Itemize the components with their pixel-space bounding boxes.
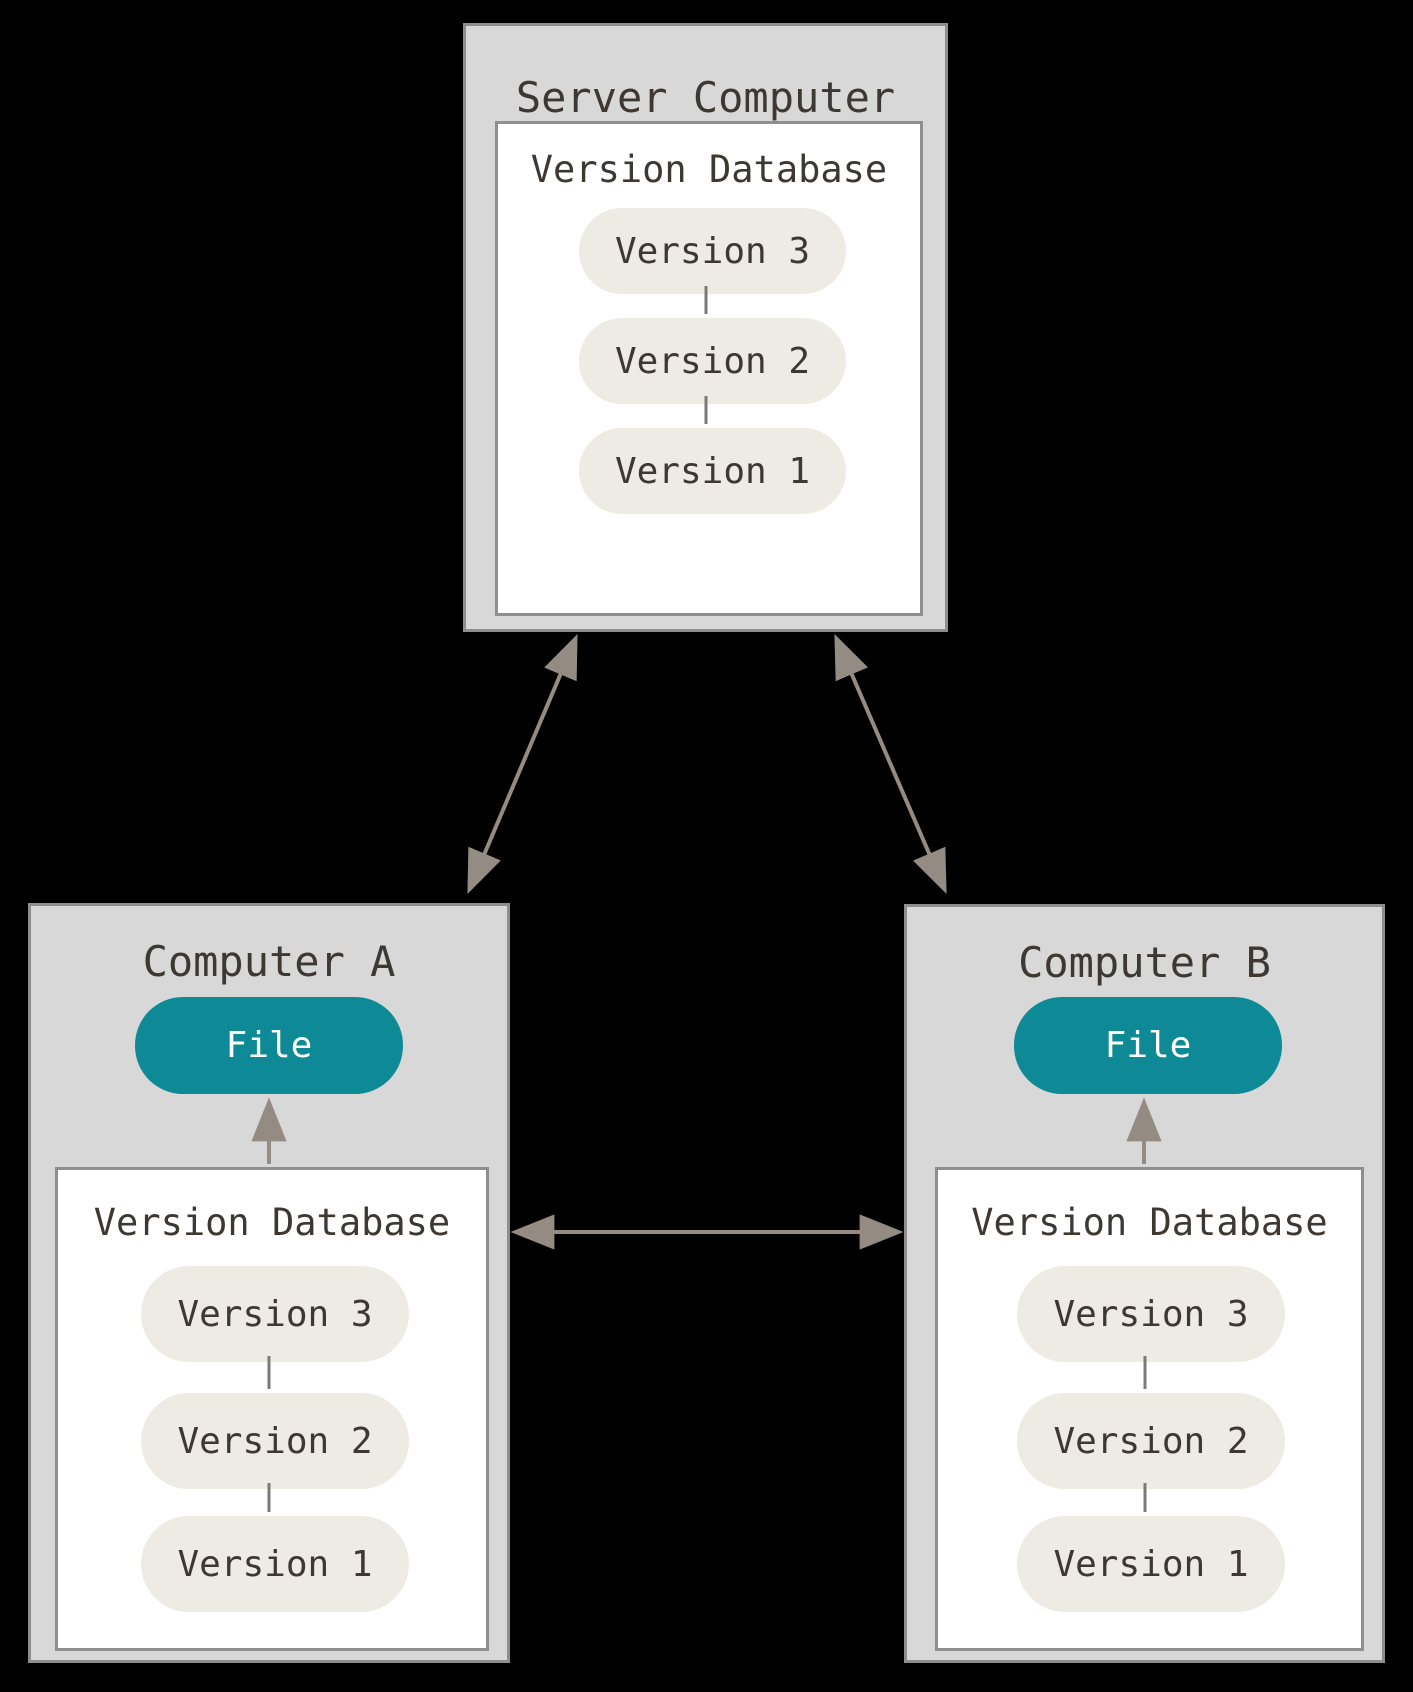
computer-a-version-1-pill: Version 1 xyxy=(141,1516,409,1612)
server-version-3-pill: Version 3 xyxy=(579,208,846,294)
computer-a-version-3-pill: Version 3 xyxy=(141,1266,409,1362)
computer-a-version-database-box: Version Database Version 3 Version 2 Ver… xyxy=(55,1167,489,1651)
arrow-server-computer-b xyxy=(834,633,947,895)
computer-b-version-database-label: Version Database xyxy=(971,1201,1328,1244)
computer-b-version-database-box: Version Database Version 3 Version 2 Ver… xyxy=(935,1167,1364,1651)
server-version-database-label: Version Database xyxy=(530,148,888,191)
computer-b-version-1-pill: Version 1 xyxy=(1017,1516,1285,1612)
computer-b-title: Computer B xyxy=(1018,938,1271,987)
server-version-2-pill: Version 2 xyxy=(579,318,846,404)
computer-a-version-database-label: Version Database xyxy=(93,1201,451,1244)
computer-a-file-pill: File xyxy=(135,997,403,1094)
computer-a-version-2-pill: Version 2 xyxy=(141,1393,409,1489)
computer-b-box: Computer B File Version Database Version… xyxy=(904,904,1385,1663)
computer-a-title: Computer A xyxy=(142,937,396,986)
server-computer-title: Server Computer xyxy=(515,73,896,122)
arrow-server-computer-a xyxy=(467,633,578,895)
computer-b-version-3-pill: Version 3 xyxy=(1017,1266,1285,1362)
server-version-1-pill: Version 1 xyxy=(579,428,846,514)
server-version-database-box: Version Database Version 3 Version 2 Ver… xyxy=(495,121,923,616)
computer-a-box: Computer A File Version Database Version… xyxy=(28,903,510,1663)
computer-b-file-pill: File xyxy=(1014,997,1282,1094)
server-computer-box: Server Computer Version Database Version… xyxy=(463,23,948,632)
computer-b-version-2-pill: Version 2 xyxy=(1017,1393,1285,1489)
